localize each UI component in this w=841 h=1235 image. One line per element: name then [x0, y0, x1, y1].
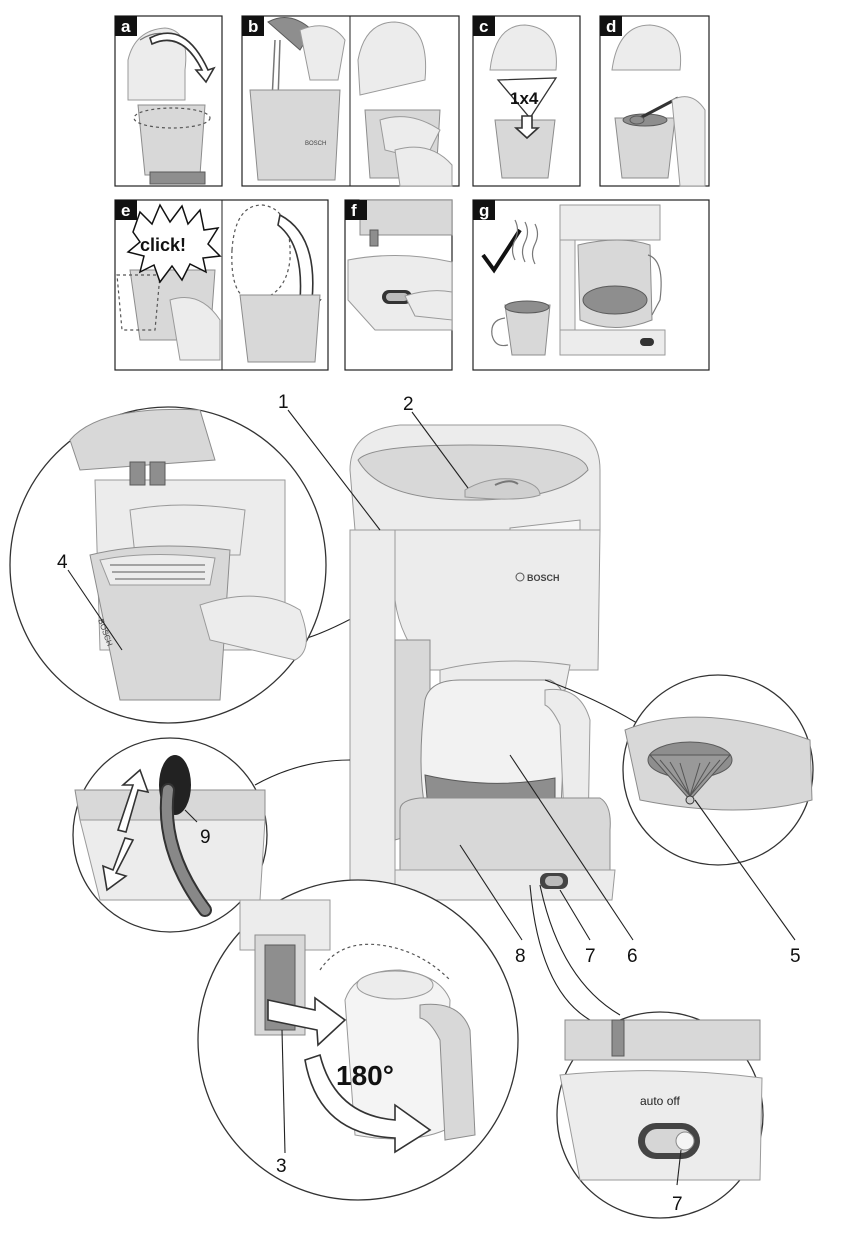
callout-4: 4 — [57, 552, 68, 573]
callout-2: 2 — [403, 394, 414, 415]
coffee-machine: BOSCH — [349, 424, 616, 901]
step-label-a: a — [121, 17, 131, 36]
callout-7-switch: 7 — [672, 1194, 683, 1215]
step-panel-d: d — [599, 15, 710, 187]
checkmark-icon — [481, 228, 522, 274]
step-label-f: f — [351, 201, 357, 220]
switch-label: auto off — [640, 1094, 680, 1108]
step-label-c: c — [479, 17, 488, 36]
callout-7: 7 — [585, 946, 596, 967]
step-label-d: d — [606, 17, 616, 36]
step-panel-g: g — [472, 199, 710, 371]
callout-9: 9 — [200, 827, 211, 848]
detail-carafe-rotation: 180° — [197, 879, 519, 1201]
detail-auto-off-switch: auto off — [529, 884, 764, 1219]
callout-8: 8 — [515, 946, 526, 967]
step-panel-c: 1x4 c — [472, 15, 581, 187]
step-label-g: g — [479, 201, 489, 220]
brand-mark-machine: BOSCH — [527, 573, 560, 583]
detail-cable-storage — [72, 737, 351, 933]
filter-size-label: 1x4 — [510, 89, 539, 108]
brand-mark: BOSCH — [305, 141, 326, 147]
step-panel-f: f — [344, 199, 453, 371]
click-label: click! — [140, 235, 186, 255]
step-panel-a: a — [114, 15, 223, 187]
arrow-down-icon — [101, 837, 135, 892]
detail-filter-holder: BOSCH — [9, 406, 426, 724]
callout-1: 1 — [278, 392, 289, 413]
step-label-e: e — [121, 201, 130, 220]
step-label-b: b — [248, 17, 258, 36]
step-panel-e: click! e — [114, 199, 329, 371]
step-panel-b: BOSCH b — [241, 15, 460, 187]
arrow-up-icon — [116, 768, 150, 833]
callout-5: 5 — [790, 946, 801, 967]
callout-6: 6 — [627, 946, 638, 967]
callouts: 1 2 3 4 5 6 7 8 9 7 — [57, 392, 801, 1215]
callout-3: 3 — [276, 1156, 287, 1177]
rotation-label: 180° — [336, 1060, 394, 1091]
detail-drip-stop — [544, 674, 814, 866]
